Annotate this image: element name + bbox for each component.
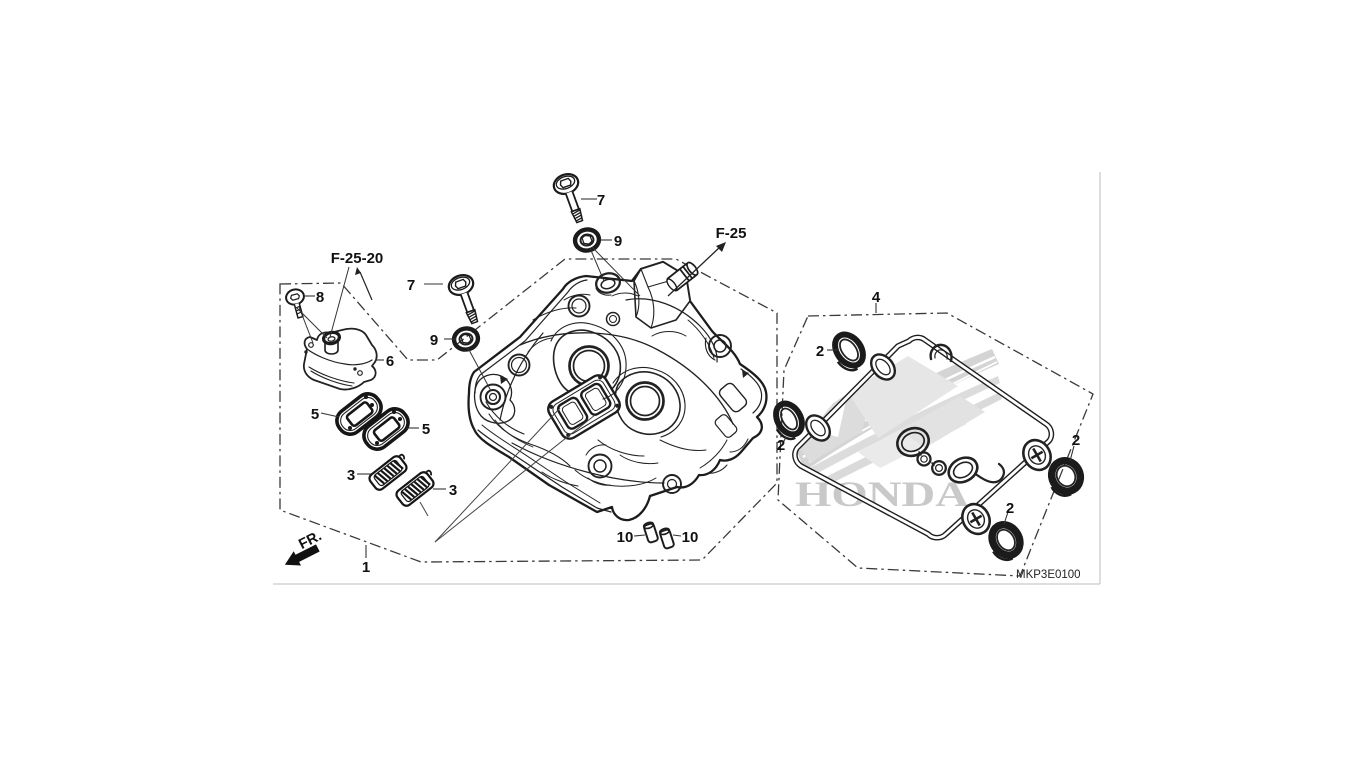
svg-text:8: 8 [316, 289, 324, 306]
svg-text:F-25-20: F-25-20 [331, 250, 384, 267]
svg-text:3: 3 [347, 467, 355, 484]
svg-text:5: 5 [311, 406, 319, 423]
svg-text:5: 5 [422, 421, 430, 438]
svg-text:7: 7 [407, 277, 415, 294]
svg-text:MKP3E0100: MKP3E0100 [1016, 569, 1081, 581]
svg-text:2: 2 [1006, 500, 1014, 517]
svg-text:6: 6 [386, 353, 394, 370]
svg-text:9: 9 [614, 233, 622, 250]
svg-text:3: 3 [449, 482, 457, 499]
svg-text:10: 10 [682, 529, 699, 546]
svg-text:2: 2 [777, 437, 785, 454]
svg-text:7: 7 [597, 192, 605, 209]
svg-text:10: 10 [617, 529, 634, 546]
svg-text:1: 1 [362, 559, 370, 576]
svg-text:2: 2 [816, 343, 824, 360]
svg-text:4: 4 [872, 289, 881, 306]
svg-text:2: 2 [1072, 432, 1080, 449]
svg-text:9: 9 [430, 332, 438, 349]
svg-text:F-25: F-25 [716, 225, 747, 242]
svg-text:FR.: FR. [296, 528, 324, 553]
